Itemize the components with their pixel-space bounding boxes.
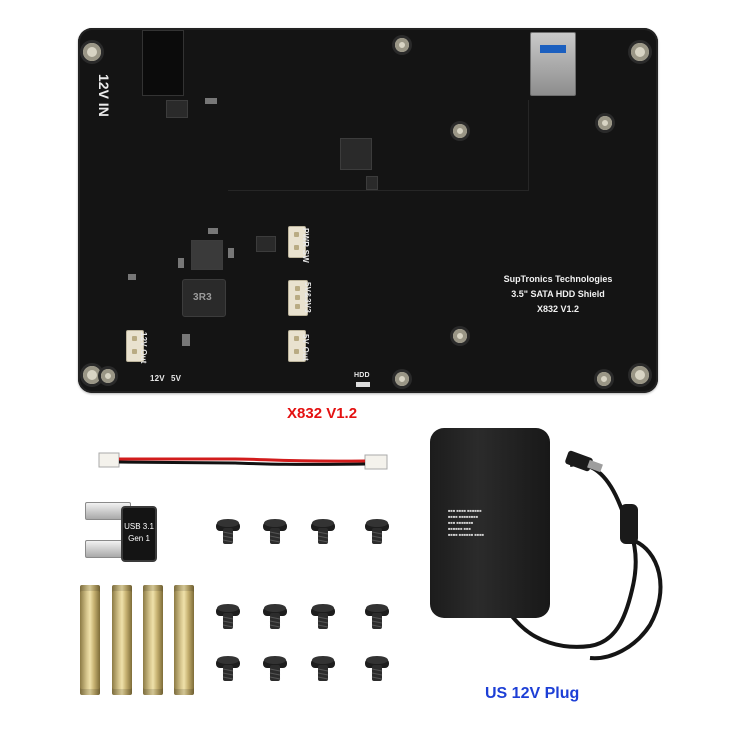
mounting-hole — [453, 124, 467, 138]
adapter-markings: ■■■ ■■■■ ■■■■■■■■■■ ■■■■■■■■■■■ ■■■■■■■■… — [448, 508, 485, 537]
brass-standoff — [174, 585, 194, 695]
brass-standoff — [143, 585, 163, 695]
power-adapter-cable — [498, 450, 663, 661]
inductor: 3R3 — [182, 279, 226, 317]
mounting-hole — [395, 372, 409, 386]
screw — [262, 603, 288, 630]
shield-line-3: X832 V1.2 — [536, 304, 580, 314]
mounting-hole — [101, 369, 115, 383]
mounting-hole — [83, 43, 101, 61]
bridge-line-1: USB 3.1 — [124, 522, 154, 531]
usb-bridge-adapter: USB 3.1 Gen 1 — [85, 498, 160, 568]
pcb-trace — [228, 100, 529, 191]
screw — [262, 518, 288, 545]
screw — [215, 655, 241, 682]
mounting-hole — [631, 43, 649, 61]
smd-part — [208, 228, 218, 234]
12v-out-connector — [126, 330, 144, 362]
regulator-chip — [191, 240, 223, 270]
label-12v: 12V — [150, 374, 165, 383]
smd-part — [128, 274, 136, 280]
screw — [310, 603, 336, 630]
shield-line-1: SupTronics Technologies — [503, 274, 613, 284]
cable-plug-left — [98, 452, 120, 468]
shield-silkscreen: SupTronics Technologies 3.5" SATA HDD Sh… — [478, 272, 638, 317]
label-hdd: HDD — [354, 372, 370, 379]
ic-chip — [256, 236, 276, 252]
3v3-5v-connector — [288, 280, 308, 316]
screw — [215, 518, 241, 545]
mounting-hole — [598, 116, 612, 130]
label-5v: 5V — [171, 374, 182, 383]
screw — [364, 518, 390, 545]
dc-power-jack — [142, 30, 184, 96]
inductor-code: 3R3 — [193, 292, 212, 303]
cable-plug-right — [364, 454, 388, 470]
mounting-hole — [631, 366, 649, 384]
brass-standoff — [112, 585, 132, 695]
label-12v-out: 12V Out — [139, 332, 148, 364]
controller-chip — [340, 138, 372, 170]
brass-standoff — [80, 585, 100, 695]
screw — [310, 655, 336, 682]
5v-out-connector — [288, 330, 306, 362]
mounting-hole — [453, 329, 467, 343]
usb-bridge-card: USB 3.1 Gen 1 — [121, 506, 157, 562]
smd-part — [182, 334, 190, 346]
product-label: X832 V1.2 — [287, 405, 358, 422]
adapter-label: US 12V Plug — [485, 685, 580, 702]
bridge-line-2: Gen 1 — [128, 534, 150, 543]
screw — [364, 603, 390, 630]
smd-part — [228, 248, 234, 258]
label-pwr-sw: PWR SW — [301, 228, 310, 263]
label-3v3-5v: 5V&3V3 — [303, 282, 312, 313]
screw — [310, 518, 336, 545]
x832-pcb-board: 12V IN 3R3 PWR SW 5V&3V3 — [78, 28, 658, 393]
usb3-port — [530, 32, 576, 96]
hdd-led — [356, 382, 370, 387]
mounting-hole — [395, 38, 409, 52]
mounting-hole — [597, 372, 611, 386]
power-adapter-body: ■■■ ■■■■ ■■■■■■■■■■ ■■■■■■■■■■■ ■■■■■■■■… — [430, 428, 550, 618]
smd-part — [178, 258, 184, 268]
ic-chip — [366, 176, 378, 190]
shield-line-2: 3.5" SATA HDD Shield — [511, 289, 605, 299]
smd-part — [205, 98, 217, 104]
power-cable — [98, 452, 388, 470]
screw — [364, 655, 390, 682]
label-5v-out: 5V Out — [301, 334, 310, 361]
mounting-hole — [83, 366, 101, 384]
ic-chip — [166, 100, 188, 118]
screw — [215, 603, 241, 630]
label-12v-in: 12V IN — [96, 74, 112, 117]
pwr-sw-connector — [288, 226, 306, 258]
screw — [262, 655, 288, 682]
